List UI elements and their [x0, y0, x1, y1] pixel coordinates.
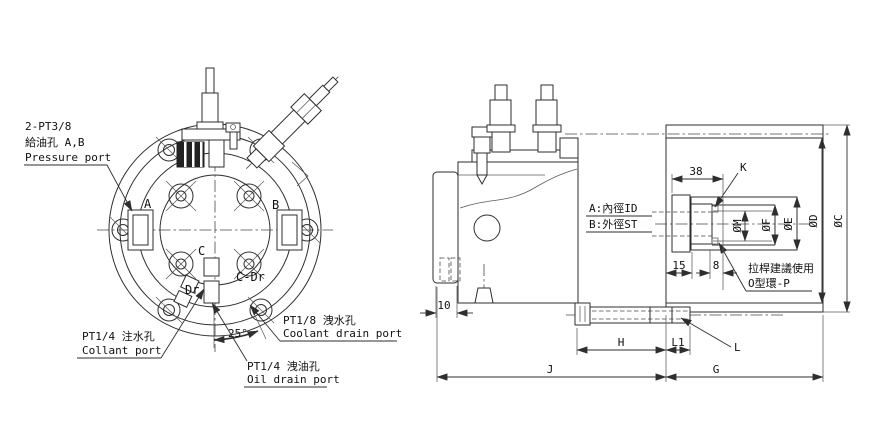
label-port-c: C	[198, 244, 205, 258]
left-fitting	[471, 126, 493, 186]
hidden-hole	[439, 257, 450, 282]
rear-boss	[559, 137, 579, 159]
label-port-dr: Dr	[185, 283, 199, 297]
mount-flange	[432, 171, 459, 284]
dim-j: J	[436, 287, 667, 382]
fitting-bracket	[291, 161, 309, 187]
coolant-port-note: PT1/4 注水孔 Collant port	[77, 288, 205, 359]
dim-10: 10	[420, 286, 473, 318]
shaft-stub	[671, 194, 691, 253]
dim-15: 15	[665, 252, 693, 279]
side-view: A:內徑ID B:外徑ST	[420, 84, 851, 382]
svg-text:15: 15	[672, 259, 685, 272]
svg-text:H: H	[618, 336, 625, 349]
bolt-hole	[155, 296, 183, 324]
center-fitting	[486, 84, 516, 153]
dim-dia-m: ØM	[731, 210, 749, 242]
svg-text:給油孔 A,B: 給油孔 A,B	[25, 135, 85, 149]
port-a	[127, 209, 154, 251]
svg-text:Oil drain port: Oil drain port	[247, 373, 340, 386]
svg-text:K: K	[740, 161, 747, 174]
l-callout: L	[680, 317, 741, 354]
angled-fitting	[246, 76, 339, 169]
screw	[165, 248, 197, 280]
dim-g: G	[665, 315, 824, 382]
hidden-hole	[450, 257, 461, 282]
screw	[165, 180, 197, 212]
label-port-c-dr: C-Dr	[236, 270, 265, 284]
dim-8: 8	[696, 250, 737, 279]
knurled-adjuster	[176, 141, 205, 168]
svg-text:J: J	[547, 363, 554, 376]
draw-bar	[574, 302, 691, 326]
svg-text:ØF: ØF	[760, 218, 773, 231]
svg-text:38: 38	[689, 165, 702, 178]
svg-text:A:內徑ID: A:內徑ID	[589, 202, 638, 215]
dim-l1: L1	[665, 326, 691, 355]
svg-text:O型環-P: O型環-P	[748, 276, 790, 290]
bore-note: A:內徑ID B:外徑ST	[584, 200, 712, 237]
svg-text:B:外徑ST: B:外徑ST	[589, 218, 638, 231]
dim-dia-c: ØC	[823, 124, 851, 313]
svg-text:L1: L1	[671, 336, 684, 349]
side-hole	[473, 214, 501, 242]
screw	[233, 248, 265, 280]
svg-text:Coolant drain port: Coolant drain port	[283, 327, 402, 340]
pressure-port-note: 2-PT3/8 給油孔 A,B Pressure port	[24, 120, 133, 212]
svg-text:ØD: ØD	[807, 214, 820, 227]
bottom-port	[474, 287, 494, 304]
coolant-drain-note: PT1/8 洩水孔 Coolant drain port	[249, 304, 402, 342]
dim-h: H	[576, 328, 667, 355]
port-c-dr-assembly	[173, 257, 220, 308]
body-fittings	[471, 84, 562, 186]
port-b	[276, 209, 303, 251]
label-port-b: B	[272, 198, 279, 212]
svg-text:拉桿建議使用: 拉桿建議使用	[748, 261, 814, 275]
svg-text:ØM: ØM	[731, 219, 744, 233]
bolt-hole	[247, 296, 275, 324]
svg-text:G: G	[713, 363, 720, 376]
svg-text:10: 10	[437, 299, 450, 312]
angle-label: 25°	[228, 327, 248, 340]
cylinder	[665, 124, 824, 313]
svg-text:ØC: ØC	[832, 214, 845, 227]
svg-text:PT1/4 注水孔: PT1/4 注水孔	[82, 329, 155, 343]
screw	[233, 180, 265, 212]
top-fitting	[176, 67, 241, 168]
svg-text:PT1/4 洩油孔: PT1/4 洩油孔	[247, 359, 320, 373]
label-port-a: A	[144, 197, 152, 211]
dim-dia-f: ØF	[760, 204, 779, 246]
oil-drain-note: PT1/4 洩油孔 Oil drain port	[211, 302, 340, 388]
front-view: 25°	[24, 67, 402, 388]
oring-groove	[711, 237, 719, 245]
svg-text:2-PT3/8: 2-PT3/8	[25, 120, 71, 133]
break-line	[459, 168, 578, 209]
svg-text:Pressure port: Pressure port	[25, 151, 111, 164]
dim-dia-d: ØD	[807, 137, 826, 304]
k-callout: K	[714, 161, 747, 208]
body-block	[432, 137, 579, 304]
svg-text:PT1/8 洩水孔: PT1/8 洩水孔	[283, 313, 356, 327]
svg-text:ØE: ØE	[782, 217, 795, 230]
right-fitting	[532, 84, 562, 153]
dim-dia-e: ØE	[782, 196, 801, 251]
svg-text:8: 8	[713, 259, 720, 272]
svg-text:L: L	[734, 341, 741, 354]
svg-text:Collant port: Collant port	[82, 344, 161, 357]
inner-screws	[165, 180, 265, 280]
oring-note: 拉桿建議使用 O型環-P	[718, 242, 814, 292]
